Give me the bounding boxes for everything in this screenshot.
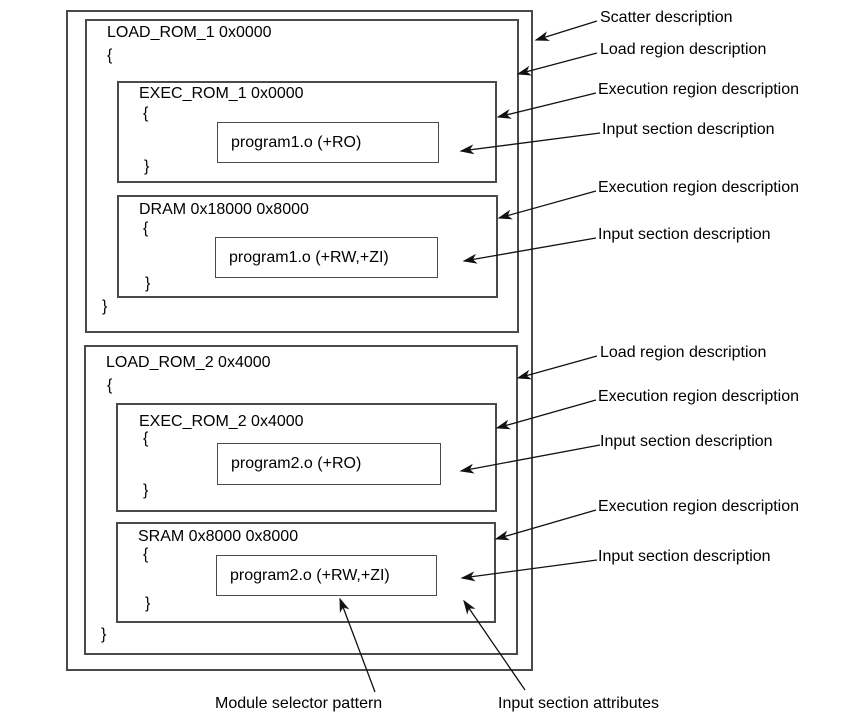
open-brace: { <box>143 430 149 447</box>
execution-region-exec-rom-2-header: EXEC_ROM_2 0x4000 <box>139 413 304 430</box>
annotation-execution-region-description-2: Execution region description <box>598 179 800 196</box>
execution-region-dram-header: DRAM 0x18000 0x8000 <box>139 201 309 218</box>
load-region-2-box <box>84 345 518 655</box>
input-section-program1-ro-label: program1.o (+RO) <box>231 133 362 151</box>
annotation-load-region-description-2: Load region description <box>600 344 767 361</box>
execution-region-exec-rom-1-header: EXEC_ROM_1 0x0000 <box>139 85 304 102</box>
load-region-2-header: LOAD_ROM_2 0x4000 <box>106 354 271 371</box>
annotation-execution-region-description-3: Execution region description <box>598 388 800 405</box>
input-section-program2-ro-label: program2.o (+RO) <box>231 455 362 472</box>
load-region-1-box <box>85 19 519 333</box>
annotation-scatter-description: Scatter description <box>600 9 733 26</box>
open-brace: { <box>107 377 113 394</box>
execution-region-exec-rom-1-box <box>117 81 497 183</box>
annotation-input-section-attributes: Input section attributes <box>498 695 659 712</box>
load-region-1-header: LOAD_ROM_1 0x0000 <box>107 24 272 41</box>
input-section-program1-rwzi-label: program1.o (+RW,+ZI) <box>229 248 389 266</box>
annotation-input-section-description-4: Input section description <box>598 548 771 565</box>
close-brace: } <box>102 298 108 315</box>
input-section-program2-ro-box: program2.o (+RO) <box>217 443 441 485</box>
annotation-load-region-description-1: Load region description <box>600 41 767 58</box>
open-brace: { <box>143 220 149 237</box>
close-brace: } <box>145 595 151 612</box>
execution-region-sram-header: SRAM 0x8000 0x8000 <box>138 528 299 545</box>
annotation-module-selector-pattern: Module selector pattern <box>215 695 383 712</box>
input-section-program2-rwzi-box: program2.o (+RW,+ZI) <box>216 555 437 596</box>
close-brace: } <box>144 158 150 175</box>
annotation-execution-region-description-4: Execution region description <box>598 498 800 515</box>
open-brace: { <box>143 546 149 563</box>
arrow-scatter-description <box>534 20 598 41</box>
input-section-program1-ro-box: program1.o (+RO) <box>217 122 439 163</box>
scatter-description-box <box>66 10 533 671</box>
close-brace: } <box>143 482 149 499</box>
open-brace: { <box>143 105 149 122</box>
close-brace: } <box>145 275 151 292</box>
annotation-input-section-description-1: Input section description <box>602 121 775 138</box>
annotation-input-section-description-3: Input section description <box>600 433 773 450</box>
annotation-execution-region-description-1: Execution region description <box>598 81 800 98</box>
open-brace: { <box>107 47 113 64</box>
annotation-input-section-description-2: Input section description <box>598 226 771 243</box>
input-section-program1-rwzi-box: program1.o (+RW,+ZI) <box>215 237 438 278</box>
input-section-program2-rwzi-label: program2.o (+RW,+ZI) <box>230 566 390 584</box>
close-brace: } <box>101 626 107 643</box>
